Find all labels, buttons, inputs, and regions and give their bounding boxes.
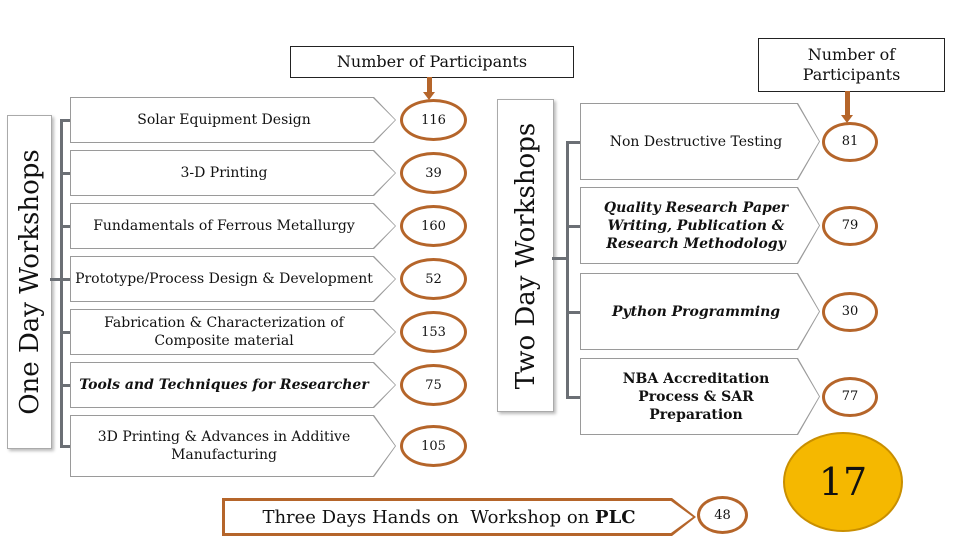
two-day-title-box: Two Day Workshops — [497, 99, 554, 412]
participant-count-circle: 39 — [400, 152, 467, 194]
connector — [60, 331, 72, 334]
participant-count: 79 — [841, 218, 859, 233]
participant-count: 160 — [421, 218, 446, 234]
connector — [566, 310, 580, 314]
participant-count-circle: 153 — [400, 311, 467, 353]
workshop-label: Python Programming — [581, 274, 819, 349]
total-workshops-badge: 17 — [783, 432, 903, 532]
header-text: Number of Participants — [336, 52, 528, 71]
one-day-workshop-item: 3-D Printing — [70, 150, 396, 196]
one-day-title: One Day Workshops — [14, 149, 45, 415]
connector — [566, 140, 580, 144]
participant-count-circle: 81 — [822, 121, 878, 162]
participant-count: 81 — [841, 134, 859, 149]
participant-count-circle: 75 — [400, 364, 467, 406]
one-day-workshop-item: 3D Printing & Advances in Additive Manuf… — [70, 415, 396, 477]
down-arrow-icon — [423, 77, 435, 100]
workshop-label: NBA Accreditation Process & SAR Preparat… — [581, 359, 819, 434]
three-day-label: Three Days Hands on Workshop on — [262, 506, 596, 528]
participant-count-circle: 52 — [400, 258, 467, 300]
workshop-label: Fundamentals of Ferrous Metallurgy — [71, 204, 395, 248]
bracket-line — [566, 142, 569, 398]
two-day-participants-header: Number of Participants — [758, 38, 945, 92]
one-day-participants-header: Number of Participants — [290, 46, 574, 78]
participant-count: 75 — [425, 377, 442, 393]
participant-count-circle: 77 — [822, 376, 878, 417]
participant-count: 105 — [421, 438, 446, 454]
connector — [552, 257, 568, 260]
participant-count-circle: 48 — [697, 496, 748, 534]
participant-count-circle: 160 — [400, 205, 467, 247]
three-day-label-bold: PLC — [595, 506, 636, 528]
participant-count: 30 — [841, 304, 859, 319]
one-day-workshop-item: Tools and Techniques for Researcher — [70, 362, 396, 408]
connector — [60, 445, 72, 448]
participant-count: 52 — [425, 271, 442, 287]
participant-count: 116 — [421, 112, 446, 128]
workshop-label: Prototype/Process Design & Development — [71, 257, 395, 301]
down-arrow-icon — [841, 91, 853, 123]
workshop-label: Non Destructive Testing — [581, 104, 819, 179]
two-day-title: Two Day Workshops — [510, 122, 541, 389]
workshop-label: 3-D Printing — [71, 151, 395, 195]
participant-count-circle: 30 — [822, 291, 878, 332]
participant-count: 153 — [421, 324, 446, 340]
connector — [60, 225, 72, 228]
two-day-workshop-item: Quality Research Paper Writing, Publicat… — [580, 187, 820, 264]
connector — [60, 278, 72, 281]
one-day-workshop-item: Fabrication & Characterization of Compos… — [70, 309, 396, 355]
two-day-workshop-item: NBA Accreditation Process & SAR Preparat… — [580, 358, 820, 435]
connector — [566, 395, 580, 399]
participant-count: 77 — [841, 389, 859, 404]
three-day-workshop-box: Three Days Hands on Workshop on PLC — [222, 498, 696, 536]
two-day-workshop-item: Non Destructive Testing — [580, 103, 820, 180]
participant-count-circle: 105 — [400, 425, 467, 467]
participant-count: 48 — [714, 507, 731, 523]
participant-count: 39 — [425, 165, 442, 181]
one-day-workshop-item: Prototype/Process Design & Development — [70, 256, 396, 302]
one-day-workshop-item: Fundamentals of Ferrous Metallurgy — [70, 203, 396, 249]
workshop-label: Tools and Techniques for Researcher — [71, 363, 395, 407]
total-count: 17 — [818, 460, 868, 504]
connector — [60, 119, 72, 122]
workshop-label: Solar Equipment Design — [71, 98, 395, 142]
one-day-title-box: One Day Workshops — [7, 115, 52, 449]
connector — [566, 224, 580, 228]
connector — [50, 278, 62, 281]
participant-count-circle: 116 — [400, 99, 467, 141]
workshop-label: Fabrication & Characterization of Compos… — [71, 310, 395, 354]
header-text: Number of Participants — [802, 45, 901, 84]
one-day-workshop-item: Solar Equipment Design — [70, 97, 396, 143]
connector — [60, 384, 72, 387]
participant-count-circle: 79 — [822, 205, 878, 246]
bracket-line — [60, 120, 63, 448]
workshop-label: Quality Research Paper Writing, Publicat… — [581, 188, 819, 263]
two-day-workshop-item: Python Programming — [580, 273, 820, 350]
workshop-label: 3D Printing & Advances in Additive Manuf… — [71, 416, 395, 476]
connector — [60, 172, 72, 175]
